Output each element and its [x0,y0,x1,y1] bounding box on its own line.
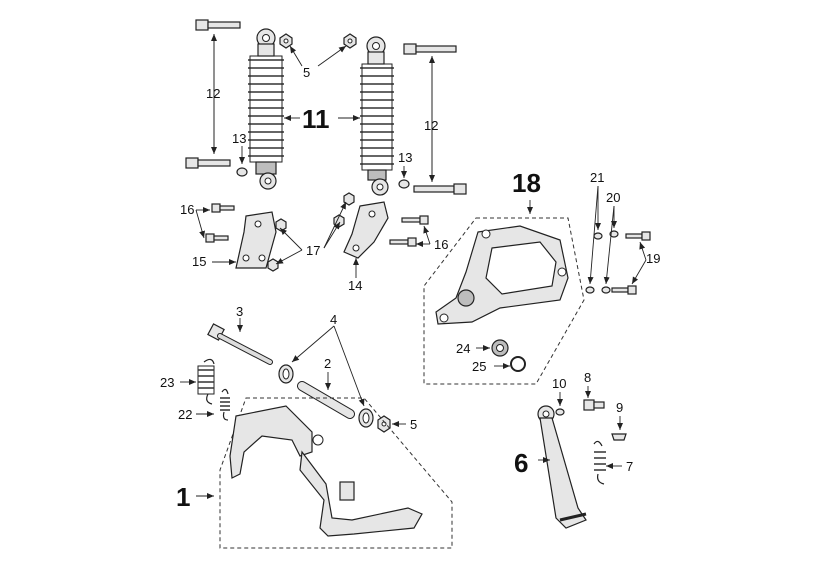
left-shock-absorber [248,28,284,190]
label-14: 14 [348,278,362,293]
bush-4-upper [278,364,294,384]
circlip-25 [510,356,526,372]
label-13-right: 13 [398,150,412,165]
shaft-2 [297,381,355,419]
washer-10 [555,408,565,416]
nut-5-stand [377,415,391,433]
label-23: 23 [160,375,174,390]
label-24: 24 [456,341,470,356]
spring-22 [220,388,230,421]
label-21: 21 [590,170,604,185]
bolts-16-left [205,203,235,243]
label-12-right: 12 [424,118,438,133]
label-5-top: 5 [303,65,310,80]
label-17: 17 [306,243,320,258]
bolts-19 [611,231,651,295]
center-stand-1 [229,405,423,537]
bolt-3 [207,323,273,365]
label-4: 4 [330,312,337,327]
label-1: 1 [176,482,190,512]
bolt-12-top-right [403,43,457,55]
clip-9 [611,433,627,441]
label-2: 2 [324,356,331,371]
bolts-16-right [389,215,429,247]
right-shock-absorber [360,36,394,196]
label-12-left: 12 [206,86,220,101]
bearing-24 [491,339,509,357]
side-stand-6 [537,405,587,529]
washers-21 [585,232,603,294]
label-20: 20 [606,190,620,205]
label-9: 9 [616,400,623,415]
label-25: 25 [472,359,486,374]
label-7: 7 [626,459,633,474]
label-13-left: 13 [232,131,246,146]
label-6: 6 [514,448,528,478]
washer-13-right [398,179,410,189]
label-16-left: 16 [180,202,194,217]
bolt-12-bottom-right [413,183,467,195]
bush-4-lower [358,408,374,428]
bolt-12-top-left [195,19,241,31]
nuts-17 [267,192,355,272]
spring-7 [593,440,606,485]
washer-13-left [236,167,248,177]
bolt-8 [583,399,605,411]
label-11: 11 [302,104,330,134]
bracket-14 [343,201,389,259]
label-5-stand: 5 [410,417,417,432]
label-10: 10 [552,376,566,391]
nut-5-top-left [279,33,293,49]
bracket-15 [235,211,277,269]
label-18: 18 [512,168,541,198]
nut-5-top-right [343,33,357,49]
label-22: 22 [178,407,192,422]
group-1-outline [219,397,453,549]
label-19: 19 [646,251,660,266]
label-15: 15 [192,254,206,269]
bolt-12-bottom-left [185,157,231,169]
label-8: 8 [584,370,591,385]
washers-20 [601,230,619,294]
spring-23 [197,358,215,405]
swinging-arm-18 [435,225,569,325]
group-18-outline [423,217,585,385]
label-16-right: 16 [434,237,448,252]
label-3: 3 [236,304,243,319]
